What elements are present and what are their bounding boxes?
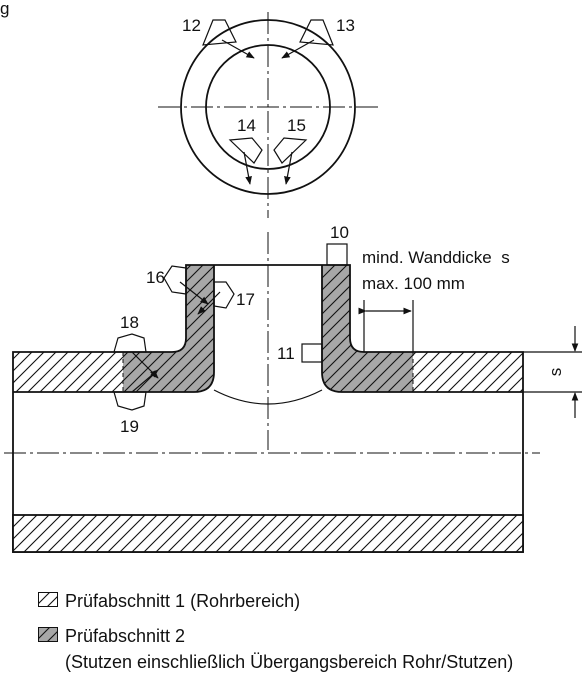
branch-zone-right <box>322 265 413 392</box>
label-18: 18 <box>120 313 139 332</box>
label-12: 12 <box>182 16 201 35</box>
hatch-swatch-icon <box>38 592 58 607</box>
dim-s-label: s <box>546 368 565 377</box>
probe-symbol-15 <box>273 137 308 164</box>
label-19: 19 <box>120 417 139 436</box>
legend-item-2-detail: (Stutzen einschließlich Übergangsbereich… <box>65 651 513 673</box>
label-17: 17 <box>236 290 255 309</box>
label-13: 13 <box>336 16 355 35</box>
beam-arrow-14 <box>243 151 252 185</box>
probe-symbol-12 <box>202 19 237 46</box>
label-14: 14 <box>237 116 256 135</box>
label-15: 15 <box>287 116 306 135</box>
branch-bore-left <box>193 265 215 393</box>
beam-arrow-19 <box>131 369 159 393</box>
label-10: 10 <box>330 223 349 242</box>
figure-corner-label: g <box>0 0 9 18</box>
beam-arrow-12 <box>221 39 255 59</box>
probe-symbol-16 <box>163 265 187 295</box>
probe-symbol-10 <box>326 243 348 266</box>
probe-symbol-13 <box>299 19 334 46</box>
intersection-curve <box>213 389 323 405</box>
run-pipe-wall-lower <box>12 514 524 553</box>
probe-symbol-14 <box>228 137 263 164</box>
beam-arrow-15 <box>284 151 293 185</box>
top-view: 12 13 14 15 <box>158 12 378 218</box>
beam-arrow-17 <box>197 291 221 315</box>
legend-label-2: Prüfabschnitt 2 <box>65 626 186 646</box>
wall-thickness-note: mind. Wanddicke s <box>362 248 510 267</box>
label-16: 16 <box>146 268 165 287</box>
ring-outer-circle <box>180 19 356 195</box>
ring-inner-circle <box>205 44 331 170</box>
probe-symbol-11 <box>301 343 323 363</box>
probe-symbol-19 <box>113 391 147 411</box>
legend-label-2-detail: (Stutzen einschließlich Übergangsbereich… <box>65 652 514 672</box>
branch-zone-left <box>123 265 214 392</box>
beam-arrow-13 <box>281 39 315 59</box>
label-11: 11 <box>277 344 295 363</box>
gray-hatch-swatch-icon <box>38 627 58 642</box>
max-length-note: max. 100 mm <box>362 274 465 293</box>
run-pipe-wall-right <box>413 352 523 392</box>
probe-symbol-17 <box>213 281 235 309</box>
legend-label-1: Prüfabschnitt 1 (Rohrbereich) <box>65 591 301 611</box>
probe-symbol-18 <box>113 333 147 353</box>
run-pipe-wall-left <box>13 352 123 392</box>
beam-arrow-16 <box>179 281 209 305</box>
section-view: 10 11 16 17 18 19 mind. Wanddicke s max.… <box>4 223 582 553</box>
branch-bore-right <box>321 265 343 393</box>
